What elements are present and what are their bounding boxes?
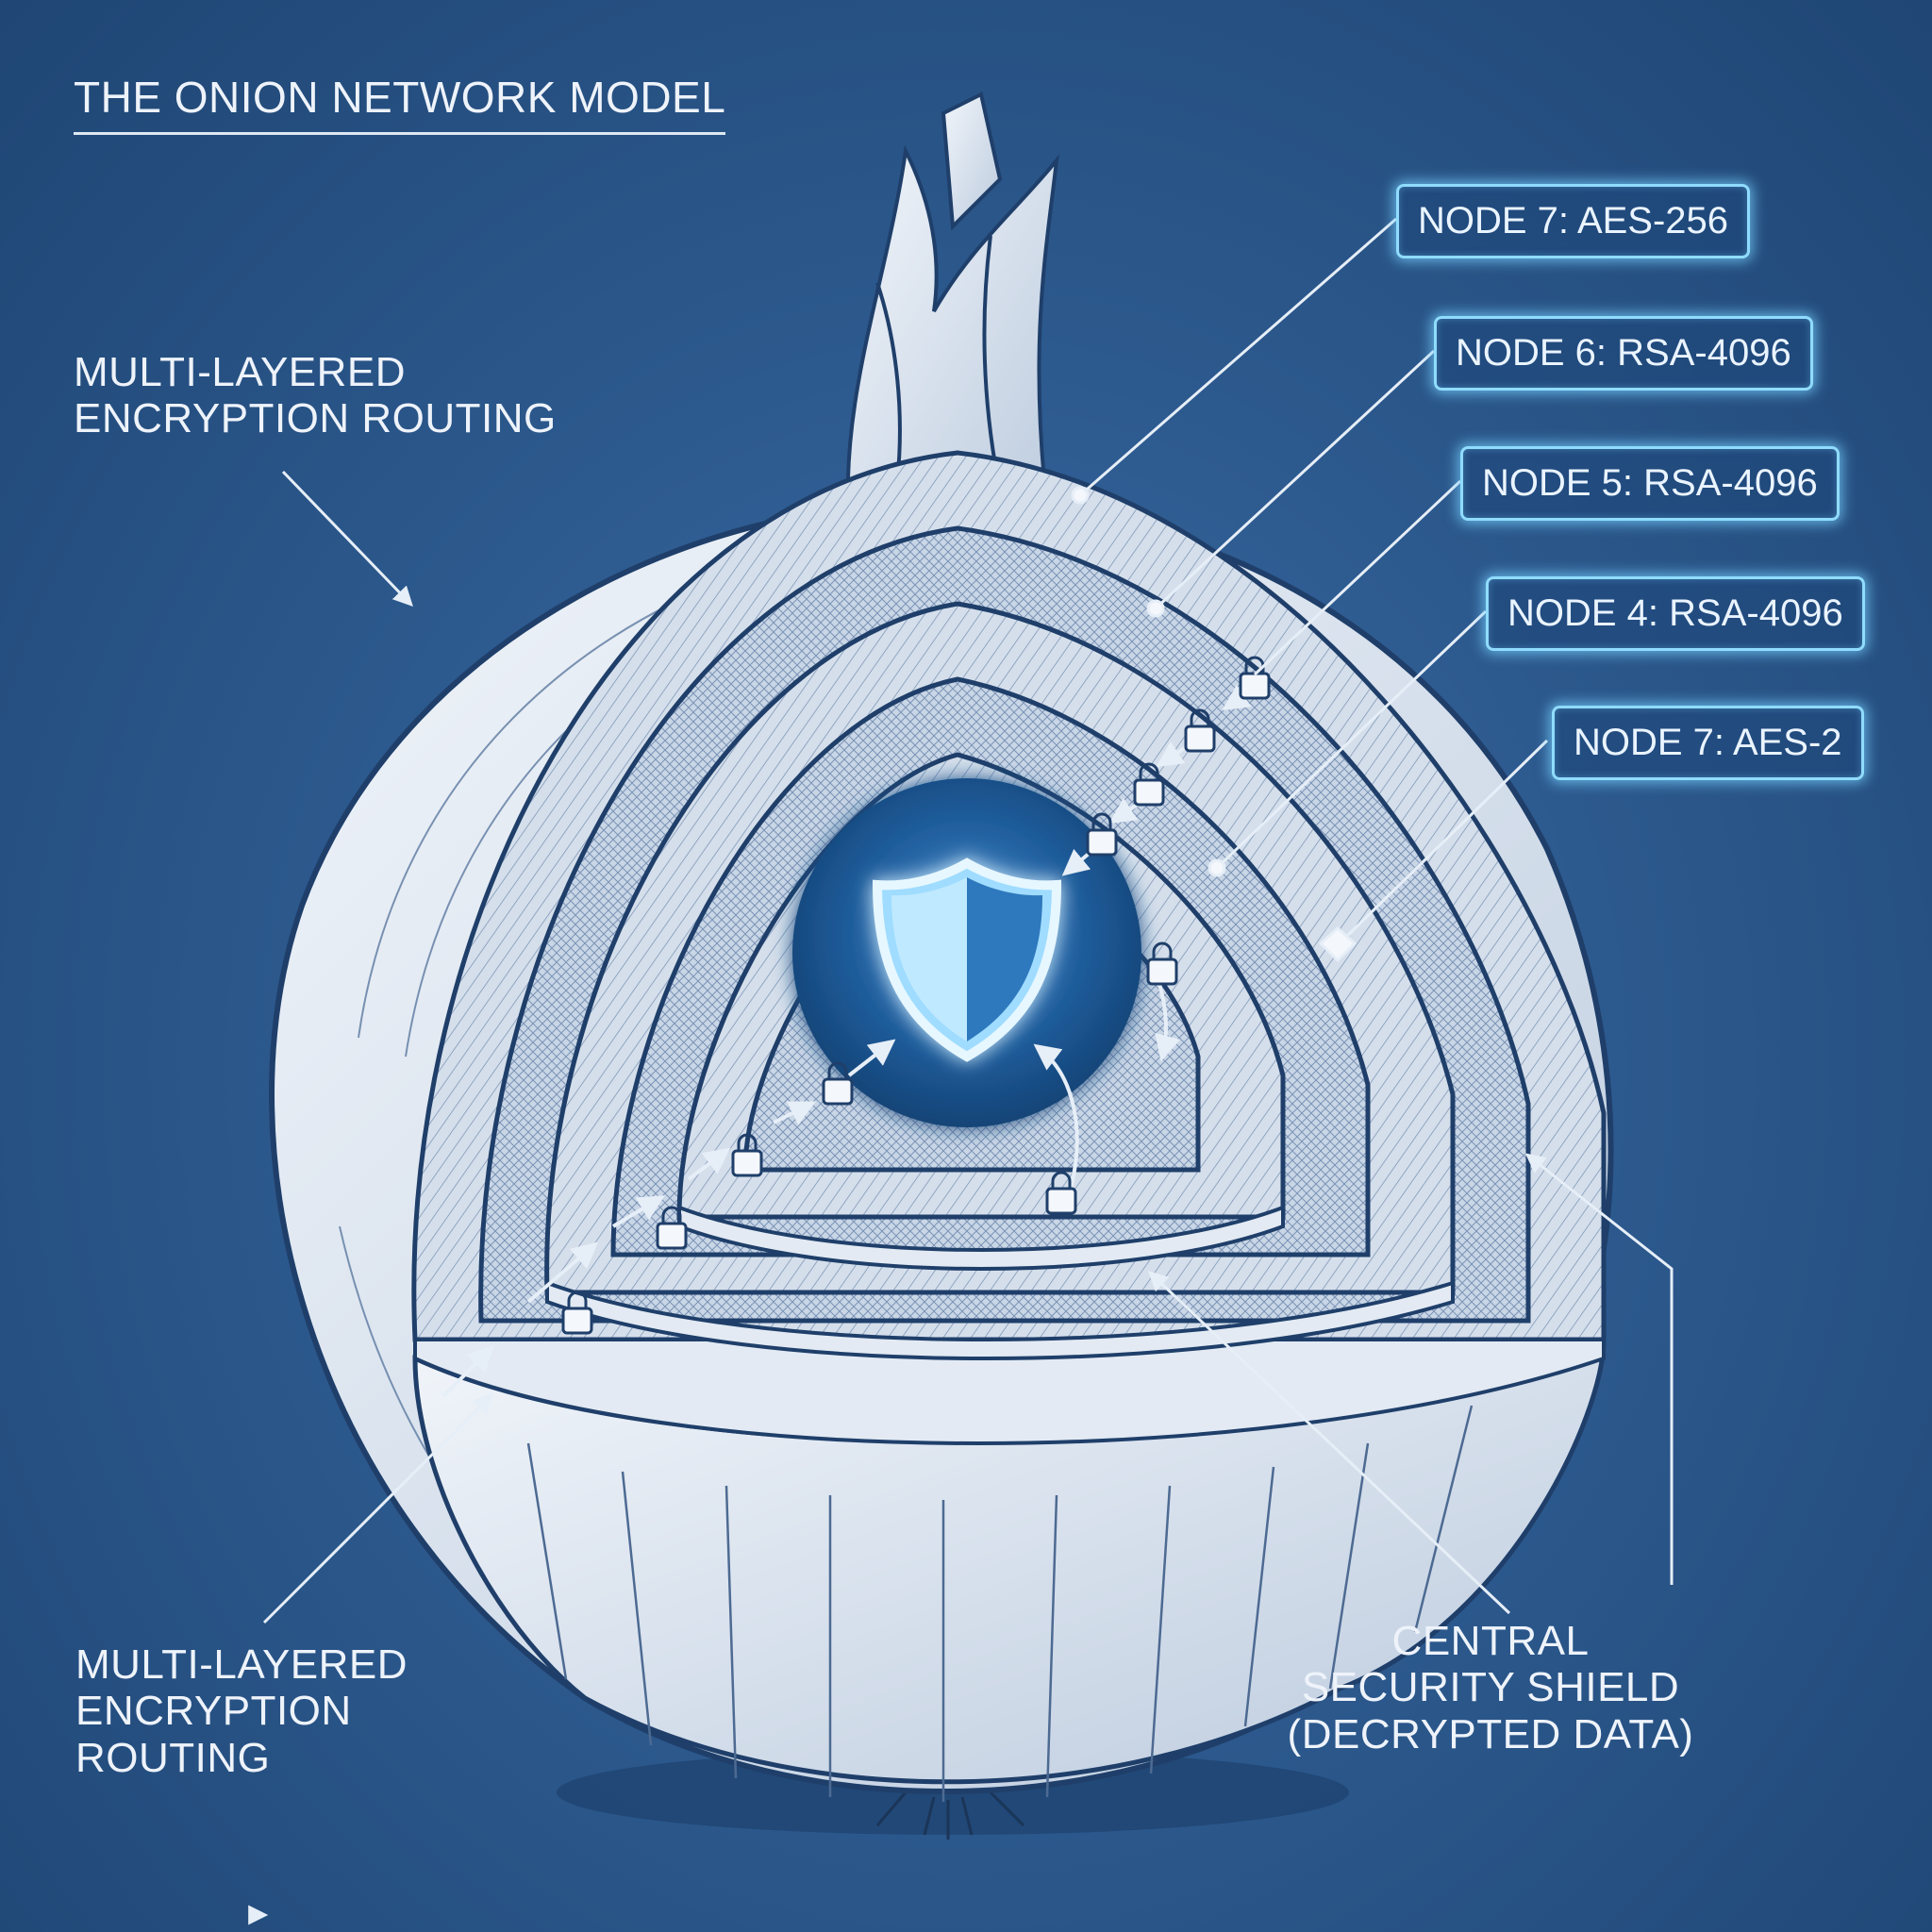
- page-title: THE ONION NETWORK MODEL: [74, 73, 726, 135]
- lock-icon: [1086, 812, 1118, 857]
- label-line: SECURITY SHIELD: [1301, 1664, 1680, 1711]
- cut-face-strokes: [526, 1405, 1474, 1802]
- label-line: ROUTING: [75, 1734, 271, 1781]
- label-central-security-shield: CENTRAL SECURITY SHIELD (DECRYPTED DATA): [1288, 1618, 1694, 1757]
- shield-icon: [872, 858, 1062, 1062]
- lock-icon: [1045, 1171, 1077, 1215]
- lock-icon: [1133, 762, 1165, 807]
- layer-ledges: [413, 1205, 1606, 1445]
- node-leaders: [1071, 217, 1549, 963]
- node-box-4: NODE 4: RSA-4096: [1486, 576, 1865, 651]
- lock-icon: [1184, 708, 1216, 753]
- onion-sprout: [845, 92, 1059, 531]
- lock-icon: [561, 1291, 593, 1335]
- node-box-3: NODE 5: RSA-4096: [1460, 446, 1840, 521]
- label-line: ENCRYPTION: [75, 1688, 352, 1735]
- label-line: ENCRYPTION ROUTING: [74, 395, 557, 442]
- node-box-2: NODE 6: RSA-4096: [1434, 316, 1813, 391]
- lock-icon: [1239, 656, 1271, 700]
- lock-icon: [1146, 941, 1178, 986]
- label-line: MULTI-LAYERED: [74, 349, 407, 395]
- label-encryption-routing-top: MULTI-LAYERED ENCRYPTION ROUTING: [74, 349, 557, 442]
- lock-icon: [731, 1133, 763, 1177]
- node-box-5: NODE 7: AES-2: [1552, 706, 1864, 780]
- label-encryption-routing-bottom: MULTI-LAYERED ENCRYPTION ROUTING: [75, 1641, 408, 1781]
- label-line: MULTI-LAYERED: [75, 1641, 408, 1688]
- lock-icon: [656, 1206, 688, 1250]
- roots: [875, 1790, 1025, 1840]
- label-line: (DECRYPTED DATA): [1287, 1710, 1694, 1757]
- label-line: CENTRAL: [1391, 1618, 1590, 1664]
- lock-icons: [561, 656, 1271, 1335]
- lock-icon: [822, 1061, 854, 1106]
- label-pointers: [262, 470, 1674, 1624]
- node-box-1: NODE 7: AES-256: [1396, 184, 1751, 258]
